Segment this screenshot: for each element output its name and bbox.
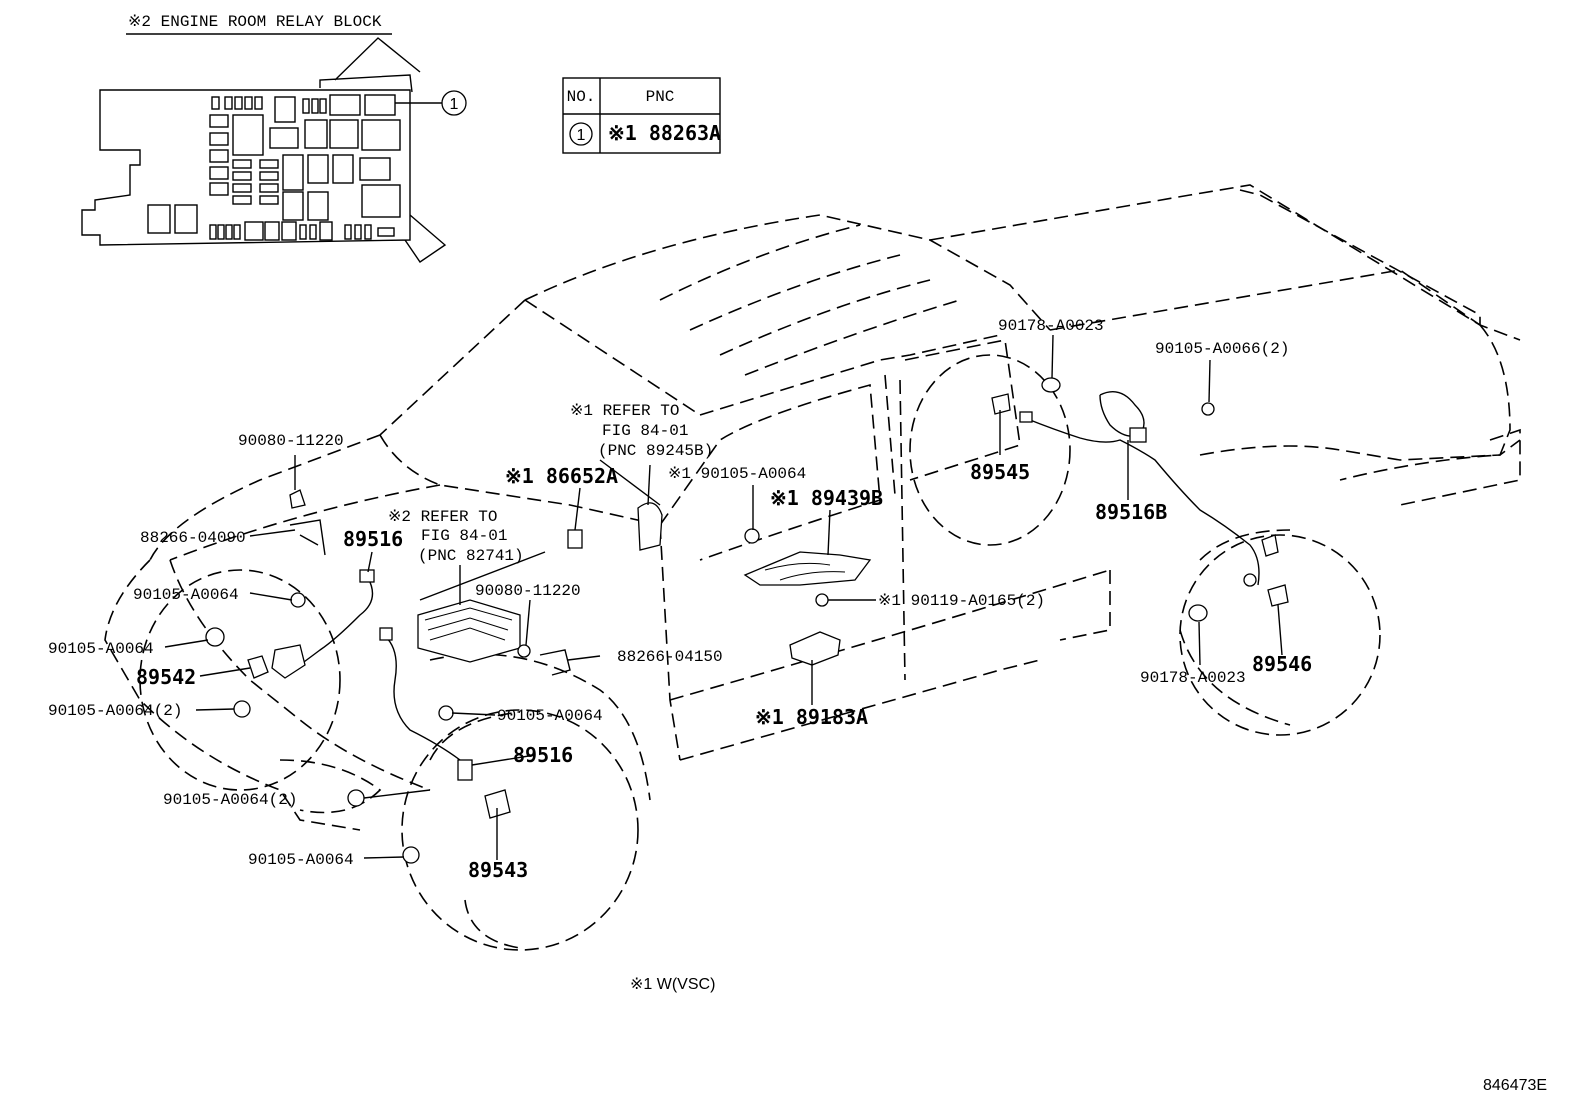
label-89439b: ※1 89439B: [770, 486, 883, 510]
bolt-e: [402, 846, 420, 864]
figure-id: 846473E: [1483, 1077, 1547, 1094]
label-89516-a: 89516: [343, 527, 403, 551]
label-88266-04150: 88266-04150: [617, 648, 723, 666]
table-frame: [562, 77, 721, 154]
sensor-connector-right: [379, 627, 393, 641]
label-90105-a0064-c: 90105-A0064: [248, 851, 354, 869]
leader-lines: [164, 334, 1283, 860]
rear-wire-connector: [1129, 427, 1147, 443]
sensor-89546: [1267, 584, 1289, 607]
label-86652a: ※1 86652A: [505, 464, 618, 488]
sensor-89183a: [789, 631, 841, 666]
callout-number: 1: [450, 96, 459, 113]
grommet-90178-a: [1041, 377, 1061, 393]
bolt-d: [347, 789, 365, 807]
label-88266-04090: 88266-04090: [140, 529, 246, 547]
label-90105-a0064-d: ※1 90105-A0064: [668, 465, 806, 483]
refer-2-line3: (PNC 82741): [418, 547, 524, 565]
sensor-89542: [271, 644, 306, 679]
bolt-b: [290, 592, 306, 608]
sensor-connector-left: [359, 569, 375, 583]
yaw-rate-bracket: [637, 502, 663, 551]
label-90119-a0165: ※1 90119-A0165(2): [878, 592, 1045, 610]
relay-block-outline: [81, 89, 411, 246]
table-header-no: NO.: [567, 88, 596, 106]
rear-left-wheel: [909, 354, 1071, 546]
refer-2-line1: ※2 REFER TO: [388, 508, 497, 526]
bracket-88266-04150: [539, 649, 571, 676]
front-right-wheel: [401, 709, 639, 951]
label-89516-b: 89516: [513, 743, 573, 767]
relay-block-title: ※2 ENGINE ROOM RELAY BLOCK: [128, 13, 382, 31]
rear-sensor-wire: [1024, 417, 1260, 586]
label-89183a: ※1 89183A: [755, 705, 868, 729]
sensor-89439b: [743, 551, 872, 586]
rear-clip: [1261, 534, 1279, 557]
label-90080-11220-a: 90080-11220: [238, 432, 344, 450]
bolt-f: [438, 705, 454, 721]
label-89516b: 89516B: [1095, 500, 1167, 524]
clip-90080-a: [289, 489, 306, 509]
clip-90080-b: [517, 644, 531, 658]
table-row-circle: [569, 122, 593, 146]
grommet-90178-b: [1188, 604, 1208, 622]
bolt-a: [205, 627, 225, 647]
label-89545: 89545: [970, 460, 1030, 484]
vehicle-outline: [104, 184, 1521, 831]
bolt-c: [233, 700, 251, 718]
wheels: [139, 354, 1381, 951]
label-90178-a0023-a: 90178-A0023: [998, 317, 1104, 335]
part-labels: 90080-11220 88266-04090 89516 90105-A006…: [48, 317, 1312, 882]
footnote: ※1 W(VSC): [630, 976, 715, 993]
refer-1-line2: FIG 84-01: [602, 422, 688, 440]
label-90105-a0064-a: 90105-A0064: [133, 586, 239, 604]
refer-1-line1: ※1 REFER TO: [570, 402, 679, 420]
label-90105-a0064-b: 90105-A0064: [48, 640, 154, 658]
bracket-88266-04090: [289, 519, 326, 556]
sensor-plug-right: [457, 759, 473, 781]
relay-block-inset: ※2 ENGINE ROOM RELAY BLOCK: [81, 13, 467, 263]
label-89542: 89542: [136, 665, 196, 689]
table-row-pnc: ※1 88263A: [608, 121, 721, 145]
pnc-table: NO. PNC 1 ※1 88263A: [562, 77, 721, 154]
relay-block-cover-lines: [319, 37, 447, 263]
bolt-90105-center: [744, 528, 760, 544]
part-86652a: [567, 529, 583, 549]
label-90178-a0023-b: 90178-A0023: [1140, 669, 1246, 687]
label-90105-a0064-2-b: 90105-A0064(2): [163, 791, 297, 809]
refer-1-line3: (PNC 89245B): [598, 442, 713, 460]
front-left-wheel: [139, 569, 341, 791]
sensor-89543: [484, 789, 511, 819]
sensor-89545: [991, 393, 1011, 415]
sensor-bracket-left: [247, 655, 269, 679]
label-89546: 89546: [1252, 652, 1312, 676]
table-header-pnc: PNC: [646, 88, 675, 106]
table-row-no: 1: [577, 127, 586, 144]
label-90080-11220-b: 90080-11220: [475, 582, 581, 600]
junction-block: [417, 599, 521, 663]
parts: [205, 377, 1289, 864]
label-90105-a0066: 90105-A0066(2): [1155, 340, 1289, 358]
label-90105-a0064-e: 90105-A0064: [497, 707, 603, 725]
bolt-90119: [815, 593, 829, 607]
label-90105-a0064-2-a: 90105-A0064(2): [48, 702, 182, 720]
refer-2-line2: FIG 84-01: [421, 527, 507, 545]
bolt-90105-a0066: [1201, 402, 1215, 416]
rear-plug: [1243, 573, 1257, 587]
callout-circle: [441, 90, 467, 116]
rear-connector-left: [1019, 411, 1033, 423]
label-89543: 89543: [468, 858, 528, 882]
relay-block-fuses: [147, 94, 401, 241]
rear-right-wheel: [1179, 534, 1381, 736]
